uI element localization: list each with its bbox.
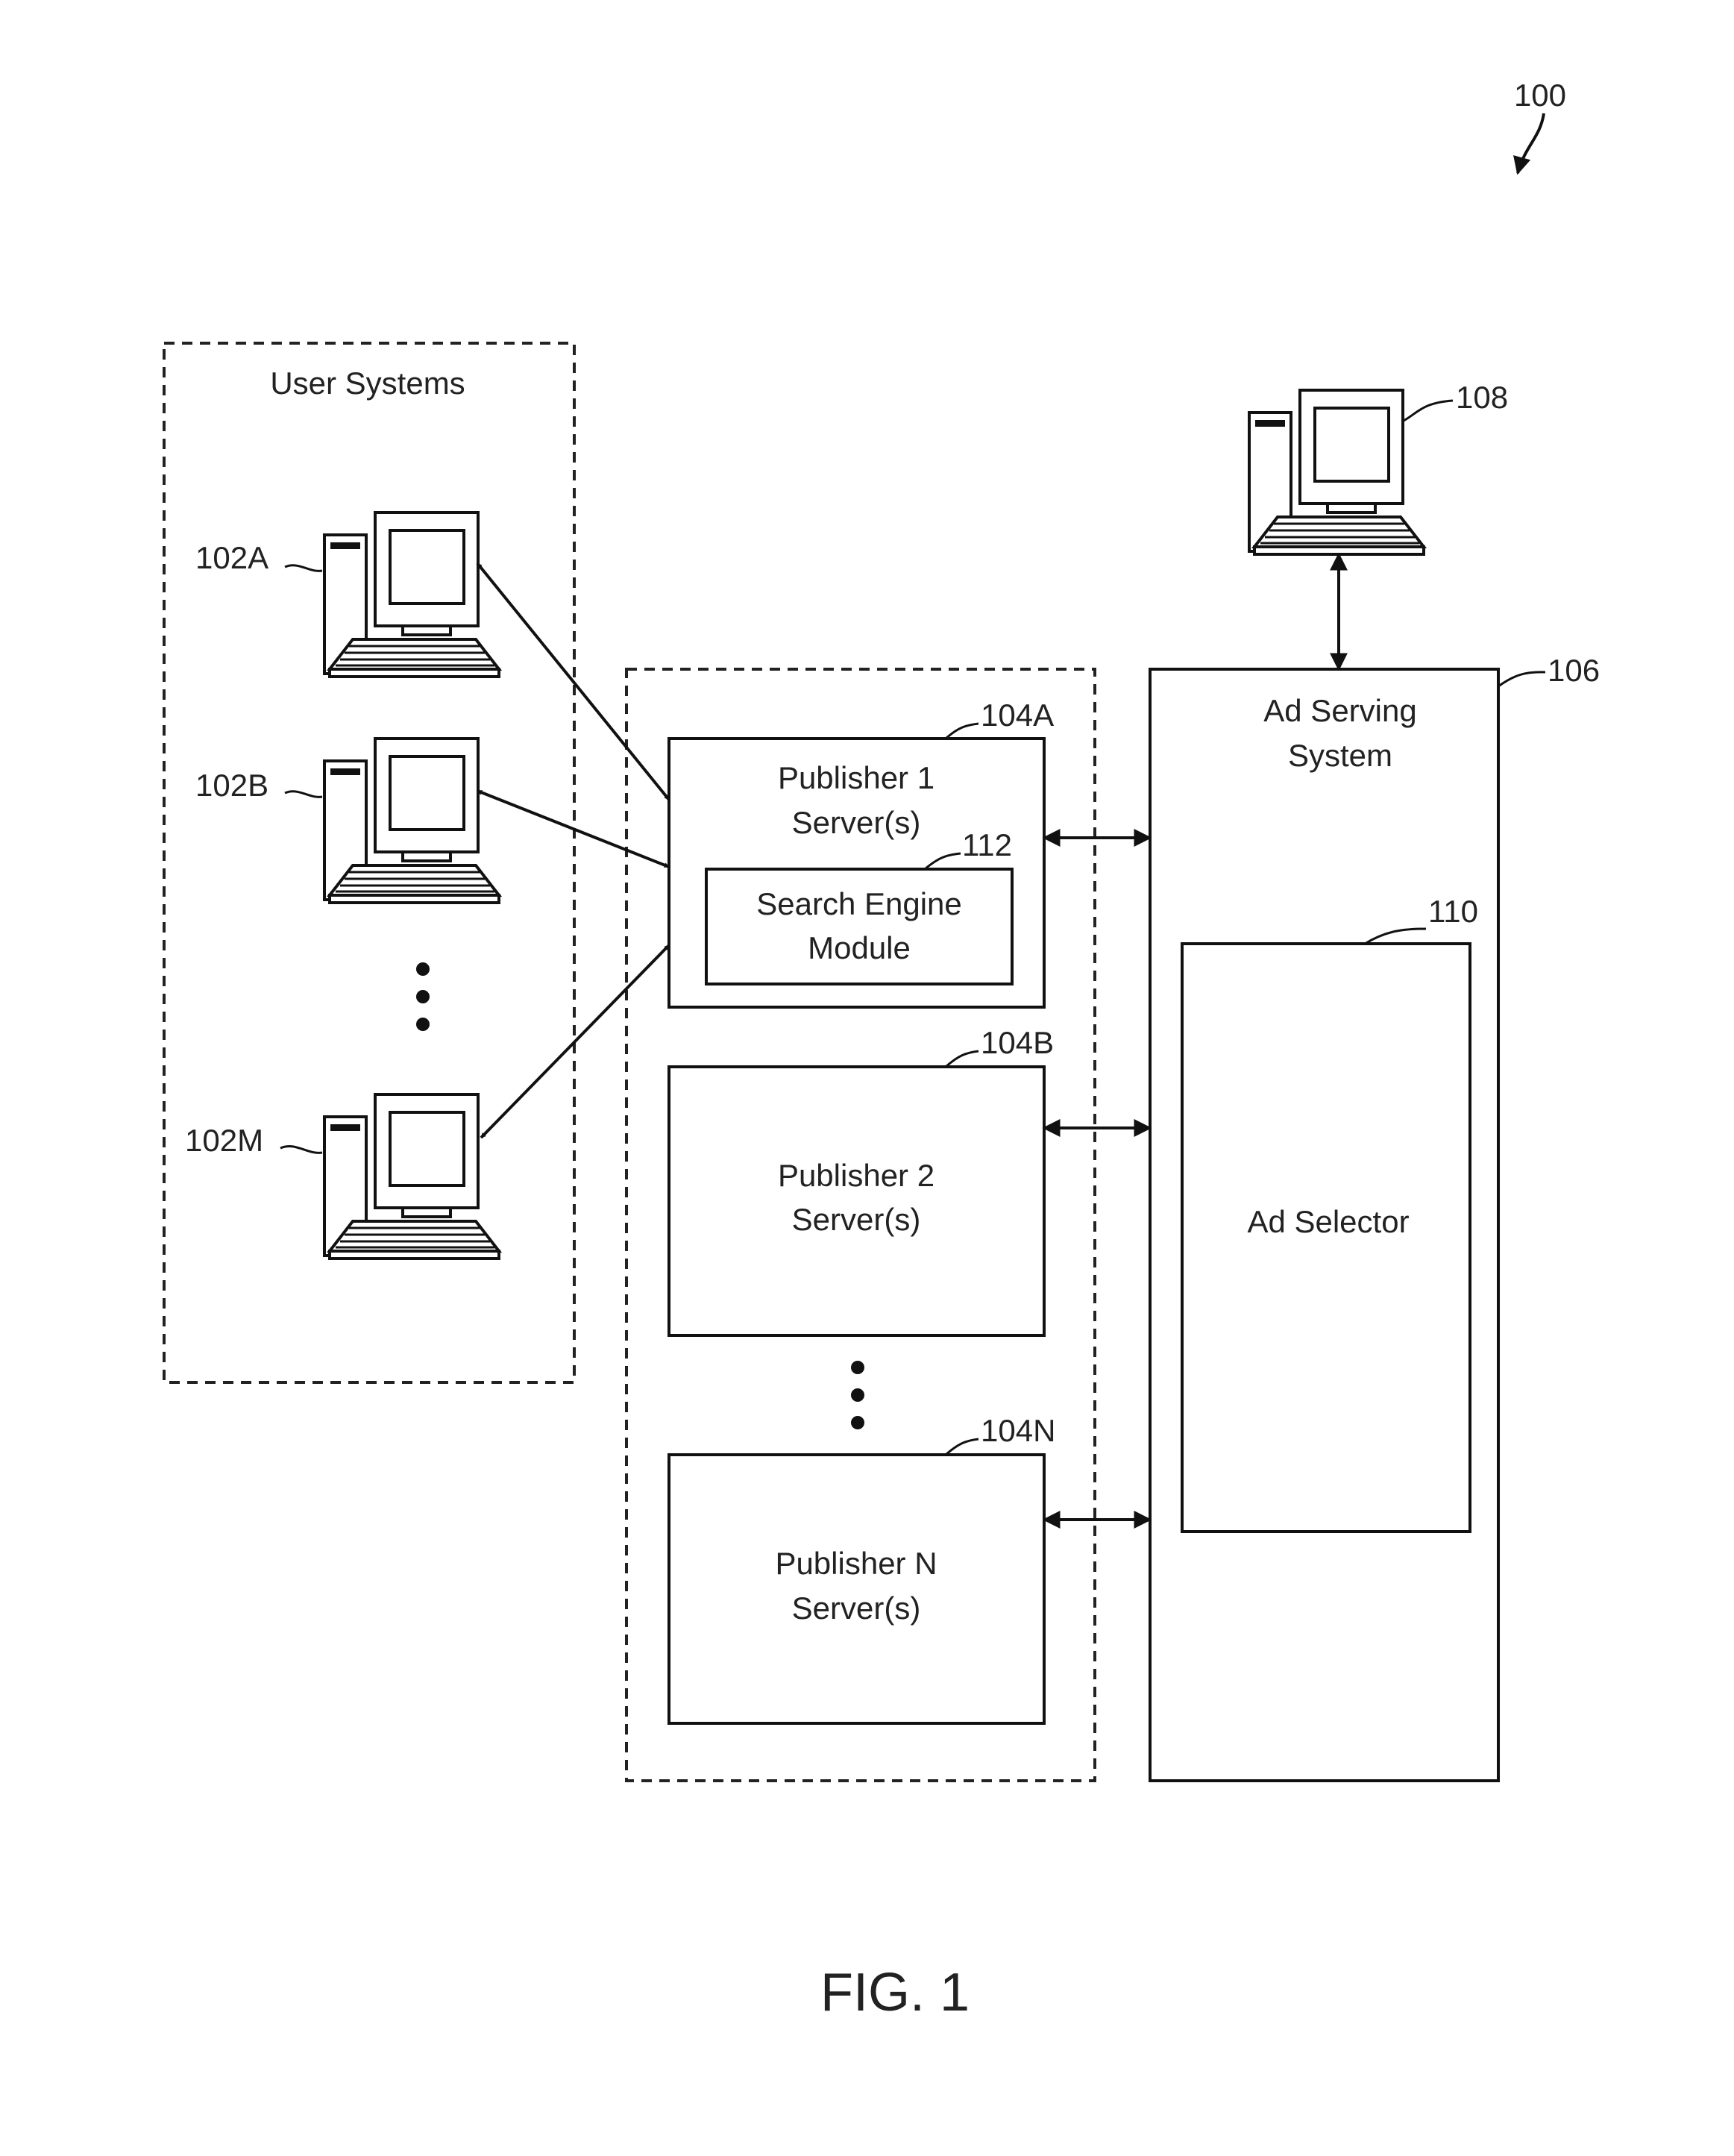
publisher-n-ref: 104N [981,1413,1055,1448]
computer-icon [324,513,499,677]
figure-ref-arrow [1518,113,1544,173]
publisher-n-box [669,1455,1044,1723]
publisher-n-label: Server(s) [792,1591,921,1626]
publisher-2-label: Publisher 2 [778,1158,934,1193]
leader-line [280,1146,322,1153]
search-engine-label: Module [808,930,911,965]
publisher-2-box [669,1067,1044,1335]
publisher-2-label: Server(s) [792,1202,921,1237]
ellipsis-icon [851,1361,864,1429]
ad-serving-ref: 106 [1548,653,1600,688]
ad-selector-label: Ad Selector [1247,1204,1409,1239]
publisher-1-label: Server(s) [792,805,921,840]
computer-icon [1249,390,1424,554]
leader-line [1402,401,1453,422]
figure-caption: FIG. 1 [820,1963,970,2022]
computer-ref-102m: 102M [185,1123,263,1158]
leader-line [285,565,322,571]
ad-selector-ref: 110 [1428,894,1478,929]
leader-line [1498,672,1545,686]
computer-ref-102b: 102B [195,768,268,803]
ad-serving-label: System [1288,738,1392,773]
leader-line [285,792,322,797]
ad-serving-label: Ad Serving [1263,693,1416,728]
ellipsis-icon [416,962,430,1031]
search-engine-label: Search Engine [756,886,962,921]
search-engine-ref: 112 [962,827,1012,862]
publisher-1-ref: 104A [981,698,1054,733]
publisher-n-label: Publisher N [775,1546,937,1581]
computer-ref-102a: 102A [195,540,268,575]
figure-ref: 100 [1514,78,1566,113]
computer-ref-108: 108 [1456,380,1508,415]
user-systems-title: User Systems [270,366,465,401]
leader-line [946,1051,978,1067]
publisher-1-label: Publisher 1 [778,760,934,795]
computer-icon [324,1094,499,1259]
leader-line [946,724,978,739]
computer-icon [324,739,499,903]
publisher-2-ref: 104B [981,1025,1054,1060]
leader-line [946,1439,978,1455]
